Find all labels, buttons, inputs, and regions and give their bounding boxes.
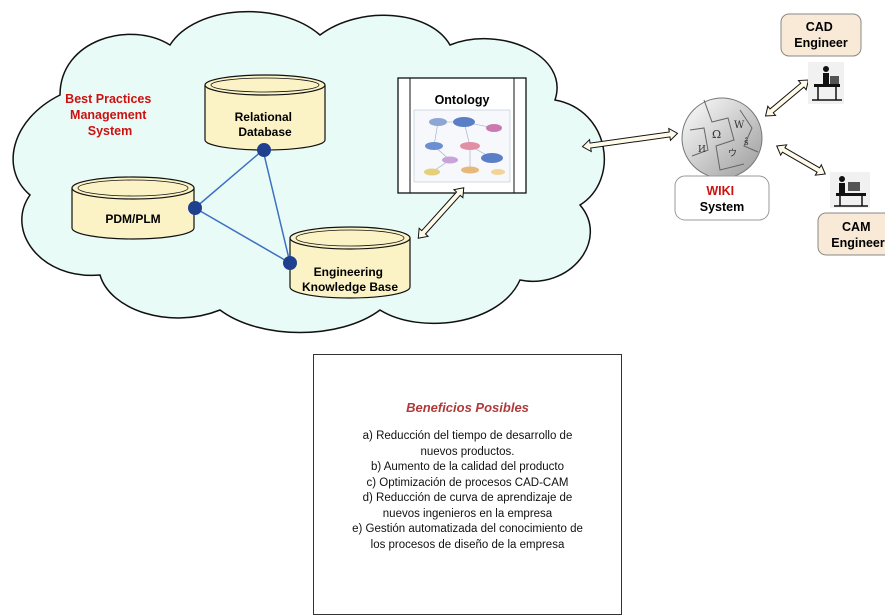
cam-workstation-icon [830, 172, 870, 208]
cam-engineer-label: CAM Engineer [831, 220, 885, 250]
cloud-title: Best Practices Management System [65, 92, 155, 138]
cad-engineer-label: CAD Engineer [794, 20, 848, 50]
arrow-ontology-wiki [581, 127, 679, 153]
benefits-box: Beneficios Posibles a) Reducción del tie… [313, 354, 622, 615]
relational-database-label: Relational Database [235, 110, 296, 139]
arrow-ekb-ontology [417, 187, 465, 239]
benefit-line: nuevos ingenieros en la empresa [382, 507, 553, 520]
wiki-label-line-1: WIKI [706, 184, 734, 198]
benefit-line: e) Gestión automatizada del conocimiento… [352, 523, 583, 535]
connector-lines [194, 149, 291, 264]
connector-relational-pdm [194, 149, 264, 209]
relational-label-line-2: Database [238, 125, 292, 139]
benefit-line: d) Reducción de curva de aprendizaje de [362, 492, 573, 504]
cam-engineer-box: CAM Engineer [817, 212, 885, 256]
connector-dots [188, 143, 297, 270]
pdm-plm-cylinder: PDM/PLM [71, 176, 195, 240]
arrow-wiki-cam [776, 144, 826, 176]
arrow-wiki-cad [764, 79, 810, 117]
benefits-title: Beneficios Posibles [406, 400, 529, 415]
engineering-knowledge-base-cylinder: Engineering Knowledge Base [289, 226, 411, 299]
benefits-list: a) Reducción del tiempo de desarrollo de… [320, 429, 615, 553]
cad-label-line-2: Engineer [794, 36, 848, 50]
svg-text:И: И [698, 145, 706, 155]
node-dot-relational [257, 143, 271, 157]
cloud-title-line-3: System [88, 124, 132, 138]
relational-label-line-1: Relational [235, 110, 292, 124]
svg-text:ŝ: ŝ [744, 137, 749, 148]
cad-engineer-box: CAD Engineer [780, 13, 862, 57]
engineering-knowledge-base-label: Engineering Knowledge Base [302, 265, 398, 294]
node-dot-ekb [283, 256, 297, 270]
benefit-line: b) Aumento de la calidad del producto [370, 461, 565, 473]
wiki-label-line-2: System [700, 200, 744, 214]
ontology-panel: Ontology [397, 77, 527, 194]
ekb-label-line-1: Engineering [314, 265, 383, 279]
svg-text:W: W [734, 120, 745, 131]
double-arrows [417, 79, 826, 239]
benefit-line: a) Reducción del tiempo de desarrollo de [362, 430, 573, 442]
node-dot-pdm [188, 201, 202, 215]
ontology-label: Ontology [435, 93, 490, 107]
cam-label-line-2: Engineer [831, 236, 885, 250]
svg-text:ウ: ウ [728, 148, 737, 159]
relational-database-cylinder: Relational Database [204, 74, 326, 151]
wiki-system-box: WIKI System [674, 175, 770, 221]
ontology-graph-thumbnail [413, 109, 511, 183]
wiki-system-label: WIKI System [700, 184, 744, 214]
cad-workstation-icon [808, 62, 844, 104]
svg-text:Ω: Ω [712, 128, 721, 141]
wiki-globe-icon: Ω W И ウ ŝ [681, 97, 763, 179]
cad-label-line-1: CAD [806, 20, 833, 34]
connector-relational-ekb [262, 149, 291, 264]
connector-pdm-ekb [194, 207, 291, 264]
cloud-title-line-1: Best Practices [65, 92, 151, 106]
ekb-label-line-2: Knowledge Base [302, 280, 398, 294]
benefit-line: c) Optimización de procesos CAD-CAM [366, 476, 569, 489]
cam-label-line-1: CAM [842, 220, 870, 234]
benefit-line: los procesos de diseño de la empresa [370, 538, 565, 551]
benefit-line: nuevos productos. [420, 445, 515, 458]
cloud-title-line-2: Management [70, 108, 147, 122]
pdm-plm-label: PDM/PLM [105, 212, 160, 226]
